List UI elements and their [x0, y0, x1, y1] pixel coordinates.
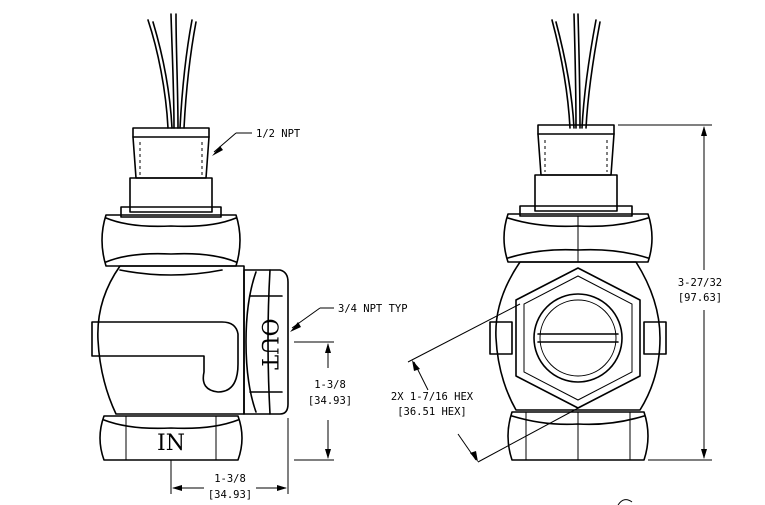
- port-height-in-label: 1-3/8: [314, 379, 346, 391]
- edge-mark: [617, 499, 633, 505]
- width-mm-label: [34.93]: [208, 489, 252, 501]
- hex-mm-label: [36.51 HEX]: [397, 406, 467, 418]
- hex-dimension: 2X 1-7/16 HEX [36.51 HEX]: [391, 303, 583, 463]
- side-view-out-port: OUT: [243, 269, 289, 415]
- front-view-top-fitting: [519, 124, 633, 217]
- hex-in-label: 2X 1-7/16 HEX: [391, 391, 474, 403]
- width-in-label: 1-3/8: [214, 473, 246, 485]
- side-view-body: [91, 265, 245, 415]
- overall-height-dimension: 3-27/32 [97.63]: [618, 124, 722, 461]
- front-view-wires: [551, 13, 601, 129]
- front-view-upper-hex: [503, 213, 653, 263]
- out-port-label: OUT: [256, 318, 281, 370]
- in-port-label: IN: [157, 431, 185, 456]
- thread-top-label: 1/2 NPT: [256, 128, 301, 140]
- overall-mm-label: [97.63]: [678, 292, 722, 304]
- front-view: 2X 1-7/16 HEX [36.51 HEX] 3-27/32 [97.63…: [391, 13, 722, 505]
- port-height-mm-label: [34.93]: [308, 395, 352, 407]
- port-height-dimension: 1-3/8 [34.93]: [294, 341, 352, 461]
- side-view-upper-hex: [101, 214, 241, 267]
- thread-side-label: 3/4 NPT TYP: [338, 303, 408, 315]
- width-dimension: 1-3/8 [34.93]: [170, 418, 289, 501]
- side-view-lower-hex: IN: [99, 415, 243, 461]
- thread-top-callout: 1/2 NPT: [212, 128, 301, 156]
- overall-in-label: 3-27/32: [678, 277, 722, 289]
- front-view-body: [489, 261, 667, 411]
- side-view-wires: [147, 13, 197, 129]
- front-view-lower-hex: [507, 411, 649, 461]
- side-view: OUT IN 1/2 NPT 3/4 NPT TYP: [91, 13, 408, 501]
- side-view-top-fitting: [120, 127, 222, 218]
- thread-side-callout: 3/4 NPT TYP: [290, 303, 408, 332]
